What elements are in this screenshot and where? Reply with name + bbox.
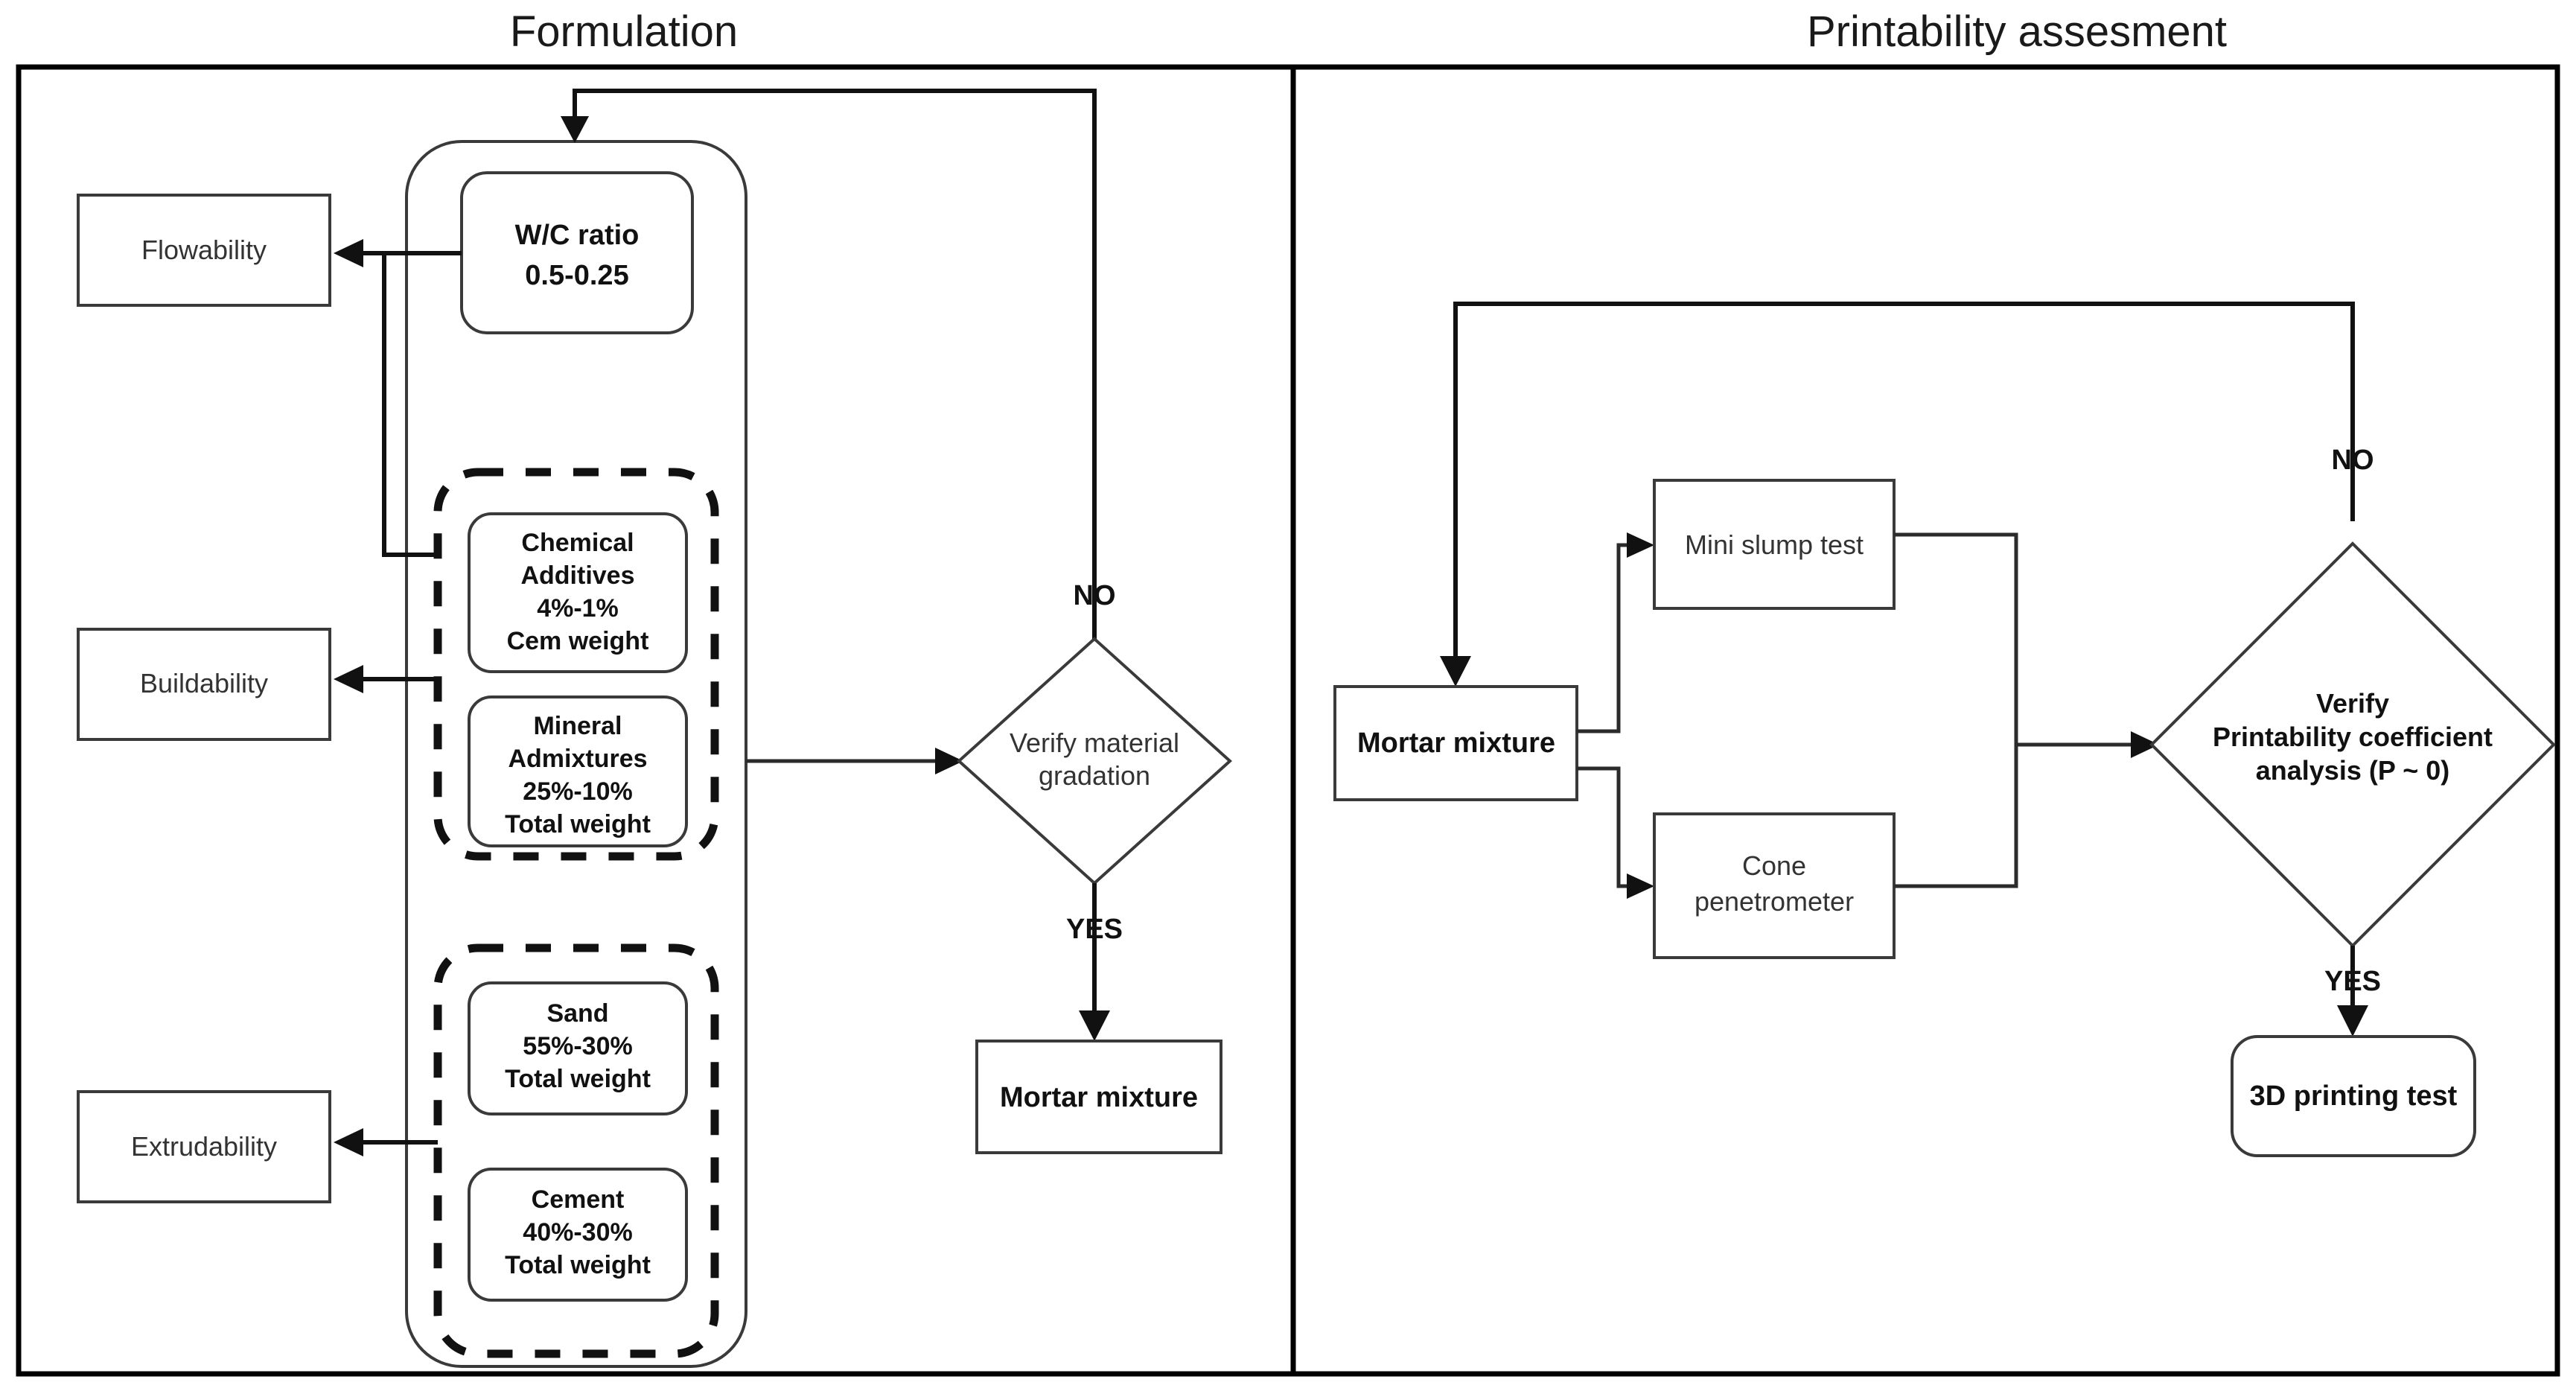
node-mineral-admixtures[interactable] (468, 696, 688, 847)
node-extrudability-label: Extrudability (131, 1131, 277, 1162)
edge-slump-to-verify (1894, 532, 2018, 745)
panel-title-formulation: Formulation (510, 7, 738, 56)
arrowhead-mortar-mixture-left (1079, 1010, 1110, 1041)
edge-printability-no-feedback (1453, 302, 2355, 670)
edge-gradation-no-feedback (573, 89, 1097, 640)
edge-label-printability-no: NO (2332, 445, 2374, 476)
node-buildability-label: Buildability (140, 668, 268, 698)
edge-label-printability-yes: YES (2324, 966, 2381, 997)
arrowhead-feedback-to-mortar (1440, 656, 1471, 687)
node-sand[interactable] (468, 981, 688, 1115)
outer-frame (16, 64, 2560, 1377)
arrowhead-cone (1627, 873, 1654, 899)
node-mineral-admixtures-line-2: Admixtures (508, 745, 647, 773)
node-wc-ratio[interactable] (460, 171, 694, 334)
node-wc-ratio-line-2: 0.5-0.25 (525, 260, 628, 291)
node-mineral-admixtures-line-4: Total weight (505, 810, 651, 838)
node-cone-penetrometer-line-2: penetrometer (1695, 886, 1854, 917)
node-verify-gradation-line-2: gradation (1039, 760, 1150, 791)
node-extrudability[interactable] (77, 1090, 331, 1203)
node-chemical-additives[interactable] (468, 512, 688, 673)
node-mortar-mixture-output[interactable] (975, 1040, 1222, 1154)
node-verify-printability-line-2: Printability coefficient (2213, 722, 2493, 752)
node-chemical-additives-line-1: Chemical (521, 529, 634, 557)
dashed-group-binder (433, 468, 719, 861)
panel-title-printability: Printability assesment (1807, 7, 2227, 56)
arrowhead-feedback-to-wc (561, 116, 589, 143)
node-chemical-additives-line-2: Additives (520, 561, 634, 590)
arrowhead-buildability (334, 665, 363, 693)
formulation-ingredients-container (405, 140, 747, 1368)
node-cement-line-2: 40%-30% (523, 1218, 632, 1247)
node-mortar-mixture-output-label: Mortar mixture (1000, 1082, 1198, 1113)
node-sand-line-1: Sand (546, 999, 608, 1028)
node-mineral-admixtures-line-3: 25%-10% (523, 777, 632, 806)
arrowhead-printing-test (2337, 1005, 2368, 1037)
node-mini-slump-test[interactable] (1653, 479, 1896, 610)
edge-mortar-to-cone (1577, 766, 1638, 888)
arrowhead-extrudability (334, 1128, 363, 1156)
arrowhead-flowability (334, 239, 363, 267)
edge-label-gradation-yes: YES (1066, 914, 1123, 945)
node-chemical-additives-line-4: Cem weight (507, 627, 649, 655)
node-flowability-label: Flowability (141, 235, 267, 265)
node-verify-printability-line-1: Verify (2316, 688, 2389, 719)
node-wc-ratio-line-1: W/C ratio (515, 220, 640, 251)
node-sand-line-2: 55%-30% (523, 1032, 632, 1060)
node-cement-line-1: Cement (532, 1185, 625, 1214)
node-cone-penetrometer-line-1: Cone (1742, 850, 1806, 881)
node-mortar-mixture-input-label: Mortar mixture (1357, 728, 1555, 759)
node-verify-gradation-line-1: Verify material (1010, 728, 1179, 758)
node-3d-printing-test-label: 3D printing test (2250, 1080, 2458, 1112)
node-flowability[interactable] (77, 194, 331, 307)
node-3d-printing-test[interactable] (2231, 1035, 2476, 1157)
node-verify-printability-line-3: analysis (P ~ 0) (2256, 755, 2450, 786)
edge-cone-to-verify (1894, 745, 2018, 888)
node-mini-slump-test-label: Mini slump test (1685, 529, 1864, 560)
node-sand-line-3: Total weight (505, 1065, 651, 1093)
edge-additives-to-flowability (382, 253, 438, 557)
arrowhead-verify-printability (2131, 731, 2159, 758)
dashed-group-aggregate (433, 943, 719, 1358)
arrowhead-gradation (935, 748, 963, 774)
node-mortar-mixture-input[interactable] (1333, 685, 1578, 801)
node-cement-line-3: Total weight (505, 1251, 651, 1279)
node-mineral-admixtures-line-1: Mineral (533, 712, 622, 740)
node-cement[interactable] (468, 1168, 688, 1302)
node-buildability[interactable] (77, 628, 331, 741)
edge-label-gradation-no: NO (1074, 580, 1116, 611)
arrowhead-slump (1627, 532, 1654, 558)
edge-mortar-to-slump (1577, 543, 1638, 733)
node-chemical-additives-line-3: 4%-1% (537, 594, 619, 623)
